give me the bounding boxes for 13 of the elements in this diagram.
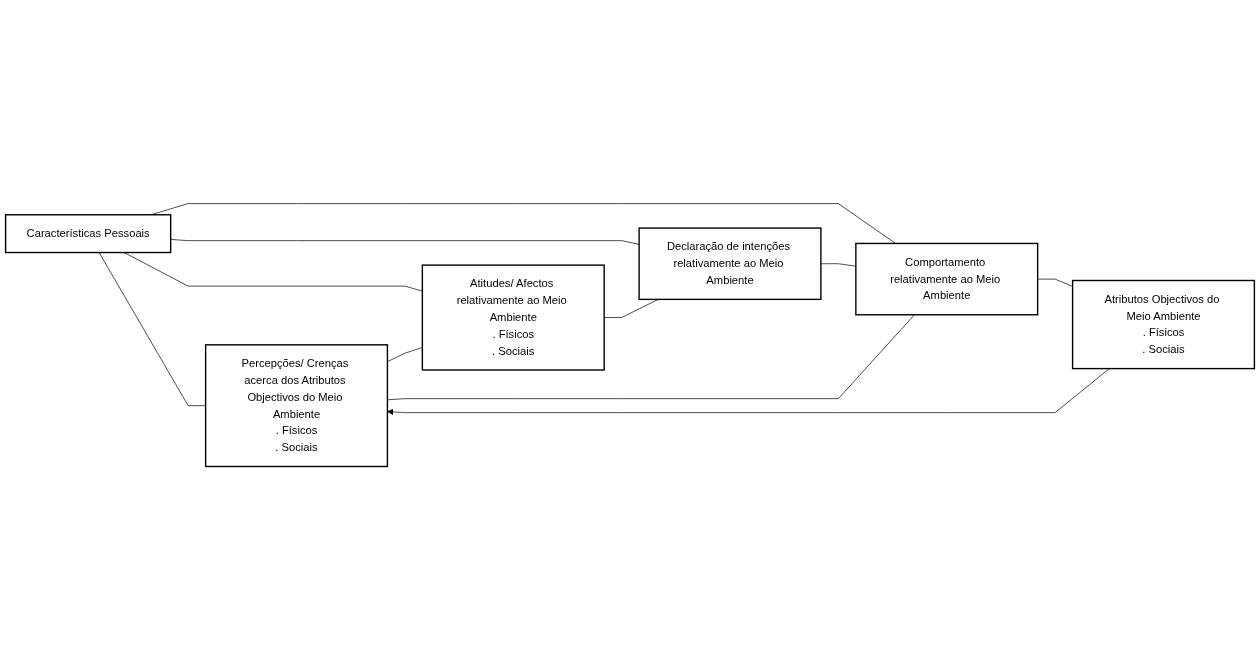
connector — [387, 314, 915, 401]
connector — [170, 239, 640, 246]
node-box: Comportamento relativamente ao Meio Ambiente — [855, 243, 1039, 316]
connector — [123, 252, 423, 292]
node-box: Características Pessoais — [4, 214, 172, 254]
node-box: Atributos Objectivos do Meio Ambiente . Físicos . Sociais — [1071, 280, 1256, 370]
connector — [150, 203, 896, 245]
node-box: Declaração de intenções relativamente ao Meio Ambiente — [638, 227, 822, 301]
node-box: Atitudes/ Afectos relativamente ao Meio Ambiente . Físicos . Sociais — [421, 264, 605, 372]
node-box: Percepções/ Crenças acerca dos Atributos Objectivos do Meio Ambiente . Físicos . Sociais — [204, 344, 389, 468]
connector — [387, 347, 423, 363]
connector — [98, 252, 206, 407]
connector — [1037, 279, 1073, 288]
